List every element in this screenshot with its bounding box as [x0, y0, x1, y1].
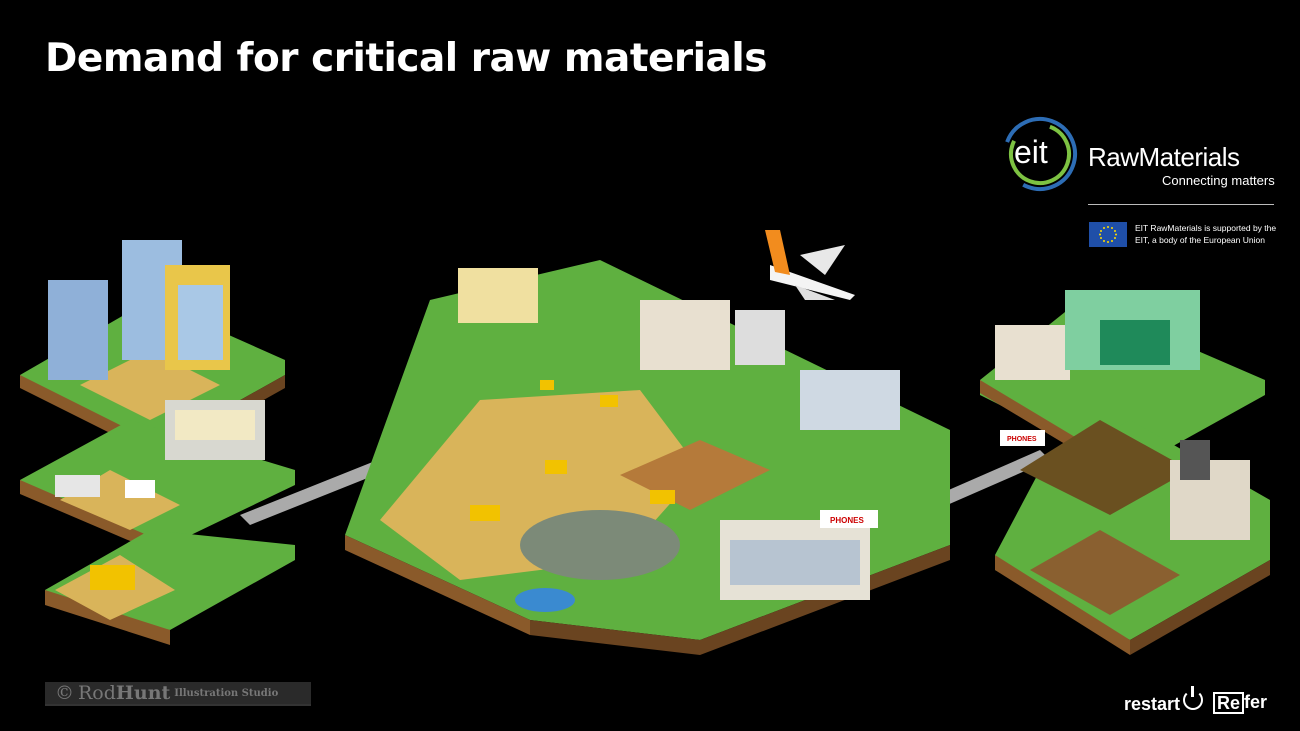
restart-text: restart: [1124, 694, 1181, 714]
phones-truck: [820, 510, 878, 528]
eu-support-line-1: EIT RawMaterials is supported by the: [1135, 223, 1277, 233]
slide-title: Demand for critical raw materials: [45, 36, 767, 81]
eu-support-line-2: EIT, a body of the European Union: [1135, 235, 1265, 245]
brand-name: RawMaterials: [1088, 142, 1240, 172]
right-factory-platform: [980, 290, 1265, 483]
right-mine-platform: PHONES: [995, 420, 1270, 655]
eit-rawmaterials-logo: eit RawMaterials Connecting matters EIT …: [1002, 116, 1292, 256]
refer-boxed-text: Re: [1213, 691, 1245, 714]
airplane: [765, 230, 855, 300]
central-mine-platform: PHONES: [345, 260, 950, 655]
credit-name-first: Rod: [78, 682, 116, 704]
phones-truck-label: PHONES: [830, 516, 864, 525]
power-icon: [1183, 686, 1204, 710]
restart-logo: restart: [1124, 686, 1204, 715]
left-office-platform: [20, 400, 295, 558]
logo-divider: [1088, 204, 1274, 205]
brand-tagline: Connecting matters: [1162, 173, 1275, 188]
eu-support-text: EIT RawMaterials is supported by the EIT…: [1135, 222, 1295, 246]
eit-mark: eit: [1014, 134, 1048, 170]
eit-ring-icon: [1003, 117, 1077, 191]
phones-truck-label-2: PHONES: [1007, 436, 1037, 443]
left-city-platform: [20, 240, 285, 458]
copyright-symbol: ©: [55, 682, 74, 704]
credit-name-last: Hunt: [115, 682, 171, 704]
left-bottom-platform: [45, 530, 295, 645]
refer-text: fer: [1244, 692, 1268, 712]
credit-studio: Illustration Studio: [174, 687, 279, 699]
eu-flag-icon: [1089, 222, 1127, 247]
